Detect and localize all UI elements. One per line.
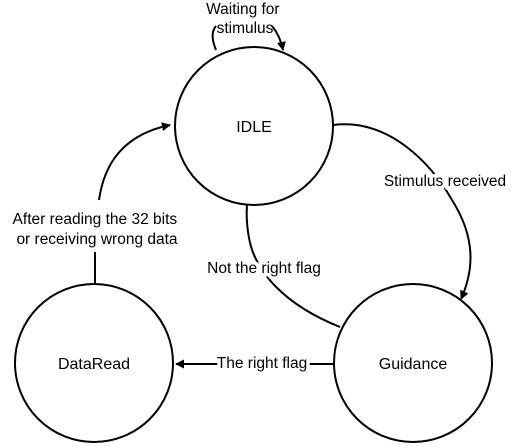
edge-guidance-to-idle-line [242, 192, 341, 328]
node-guidance: Guidance [333, 283, 493, 443]
edge-guidance-to-dataread: The right flag [175, 352, 333, 376]
node-idle-circle [174, 46, 334, 206]
edge-idle-to-guidance-line [332, 123, 472, 300]
node-dataread-circle [14, 283, 174, 443]
edge-dataread-to-idle-line [94, 125, 170, 284]
edge-idle-self-label-line-2: stimulus [217, 20, 274, 37]
edge-idle-to-guidance-label: Stimulus received [384, 173, 506, 190]
edge-dataread-to-idle-label: After reading the 32 bits or receiving w… [13, 211, 182, 248]
edge-idle-self-loop-line [211, 25, 283, 50]
edge-guidance-to-idle: Not the right flag [204, 192, 341, 328]
edge-idle-self-loop: Waiting for stimulus [206, 1, 284, 50]
edge-guidance-to-idle-label: Not the right flag [207, 260, 321, 277]
edge-dataread-to-idle: After reading the 32 bits or receiving w… [13, 125, 182, 284]
node-idle: IDLE [174, 46, 334, 206]
node-dataread-label: DataRead [58, 356, 130, 373]
edge-guidance-to-dataread-label: The right flag [217, 355, 307, 372]
node-guidance-circle [333, 283, 493, 443]
edge-idle-self-label-line-1: Waiting for [206, 1, 280, 18]
node-guidance-label: Guidance [379, 356, 448, 373]
edge-idle-to-guidance: Stimulus received [332, 123, 510, 300]
edge-idle-self-label: Waiting for stimulus [206, 1, 284, 37]
edge-dataread-to-idle-label-line-2: or receiving wrong data [16, 231, 177, 248]
node-idle-label: IDLE [236, 119, 272, 136]
node-dataread: DataRead [14, 283, 174, 443]
edge-dataread-to-idle-label-line-1: After reading the 32 bits [13, 211, 178, 228]
